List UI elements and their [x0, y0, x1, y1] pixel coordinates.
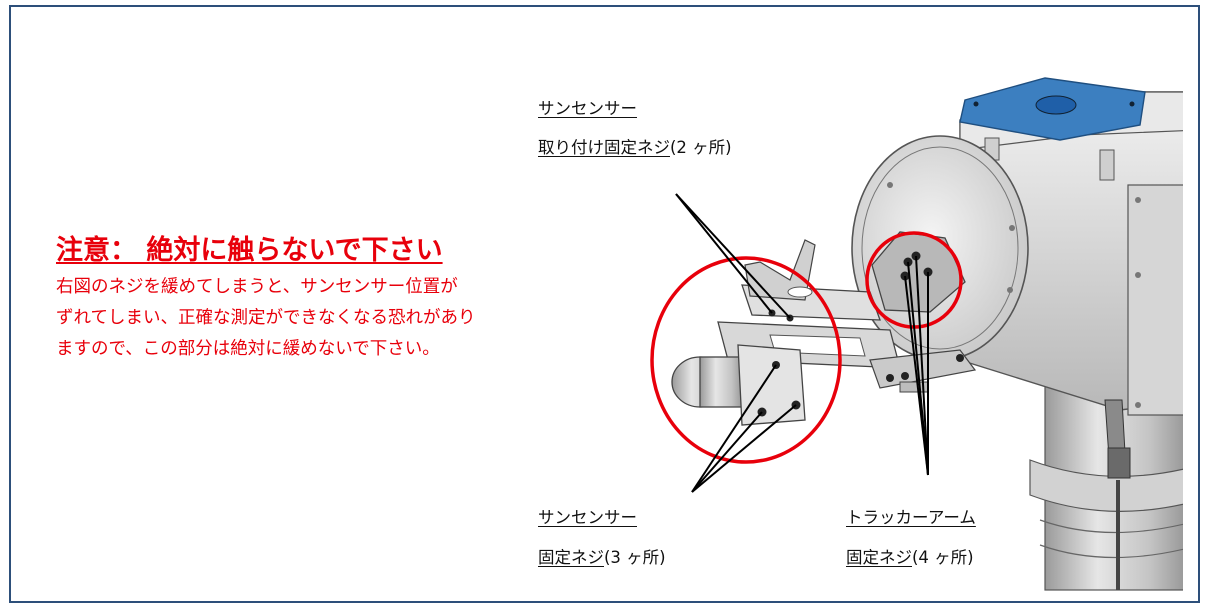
warning-title: 注意： 絶対に触らないで下さい: [56, 235, 443, 266]
leader-lines-sensor-fix: [691, 364, 797, 493]
callout-sensor-fix-line2: 固定ネジ(3 ヶ所): [538, 548, 666, 567]
warning-body: 右図のネジを緩めてしまうと、サンセンサー位置が ずれてしまい、正確な測定ができな…: [56, 272, 596, 365]
device-body: [671, 77, 1183, 591]
callout-arm-fix-line1: トラッカーアーム: [846, 508, 976, 527]
sun-sensor-highlight-circle: [650, 256, 842, 464]
callout-arm-fix-line2: 固定ネジ(4 ヶ所): [846, 548, 974, 567]
warning-line-3: ますので、この部分は絶対に緩めないで下さい。: [56, 339, 440, 359]
callout-sensor-fix-line1: サンセンサー: [538, 508, 637, 527]
leader-lines-arm-fix: [904, 255, 929, 476]
leader-lines-mount: [675, 193, 791, 319]
warning-line-1: 右図のネジを緩めてしまうと、サンセンサー位置が: [56, 277, 458, 297]
callout-mount-line1: サンセンサー: [538, 99, 637, 118]
callout-mount-line2: 取り付け固定ネジ(2 ヶ所): [538, 138, 732, 157]
warning-line-2: ずれてしまい、正確な測定ができなくなる恐れがあり: [56, 308, 476, 328]
